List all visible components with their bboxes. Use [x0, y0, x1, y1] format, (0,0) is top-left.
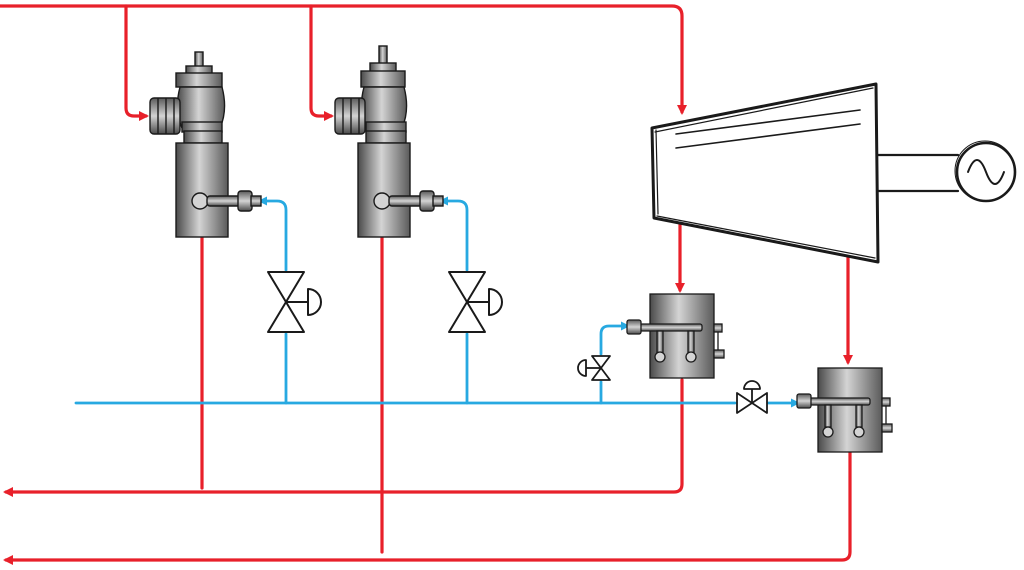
steam-main-header — [0, 4, 687, 115]
turbine-blade-line-1 — [675, 109, 861, 135]
spray-bar — [639, 323, 703, 332]
side-gauge-lower — [881, 423, 893, 433]
steam-return-upper — [3, 378, 684, 497]
spray-inlet-fitting — [626, 319, 642, 335]
actuator-top — [175, 72, 223, 88]
actuator-stem — [378, 45, 388, 65]
turbine-casing — [650, 82, 880, 264]
water-riser-1-upper — [258, 196, 288, 272]
nozzle-tip-1 — [654, 351, 666, 363]
spray-valve-2[interactable] — [448, 271, 503, 333]
injection-tip — [250, 195, 262, 207]
generator-circle-sketch — [954, 140, 1016, 202]
nozzle-tip-2 — [853, 426, 865, 438]
water-riser-3-upper — [599, 321, 630, 356]
steam-return-lower — [3, 450, 852, 565]
desuperheater-2[interactable] — [334, 45, 444, 238]
injection-nozzle — [206, 195, 242, 207]
spray-valve-1[interactable] — [267, 271, 322, 333]
side-gauge-lower — [713, 349, 725, 359]
turbine-blade-line-2 — [675, 123, 861, 149]
steam-branch-1 — [124, 4, 149, 121]
side-gauge-upper — [713, 323, 723, 333]
spray-bar — [807, 397, 871, 406]
water-lines — [74, 196, 800, 408]
body-flange-lower — [183, 130, 223, 144]
injection-port — [191, 192, 209, 210]
spray-nozzle-2 — [855, 404, 863, 428]
inlet-flange — [149, 97, 181, 135]
attemperator-1[interactable] — [626, 293, 725, 379]
water-riser-2-upper — [439, 196, 469, 272]
spray-valve-4[interactable] — [736, 380, 768, 414]
actuator-top — [360, 70, 406, 88]
body-flange-lower — [365, 130, 407, 144]
turbine-casing-sketch — [654, 87, 876, 259]
spray-nozzle-1 — [656, 330, 664, 354]
injection-tip — [432, 195, 444, 207]
spray-inlet-fitting — [796, 393, 812, 409]
lower-body — [175, 142, 229, 238]
nozzle-tip-1 — [822, 426, 834, 438]
injection-port — [373, 192, 391, 210]
injection-fitting — [419, 190, 435, 212]
injection-nozzle — [388, 195, 424, 207]
attemperator-2[interactable] — [796, 367, 893, 453]
lower-body — [357, 142, 411, 238]
nozzle-tip-2 — [685, 351, 697, 363]
diaphragm-actuator-icon — [577, 359, 587, 377]
spray-nozzle-1 — [824, 404, 832, 428]
spray-nozzle-2 — [687, 330, 695, 354]
steam-branch-2 — [309, 4, 334, 121]
turbine-shaft — [876, 153, 960, 193]
diaphragm-actuator-icon — [743, 380, 761, 390]
inlet-flange — [334, 97, 366, 135]
steam-lines — [0, 4, 853, 565]
injection-fitting — [237, 190, 253, 212]
diaphragm-actuator-icon — [488, 288, 503, 316]
generator[interactable] — [954, 140, 1017, 203]
desuperheater-1[interactable] — [149, 51, 262, 238]
diaphragm-actuator-icon — [307, 288, 322, 316]
side-gauge-upper — [881, 397, 891, 407]
spray-valve-3[interactable] — [577, 355, 611, 381]
steam-turbine[interactable] — [650, 82, 960, 264]
ac-sine-icon — [967, 159, 1005, 185]
